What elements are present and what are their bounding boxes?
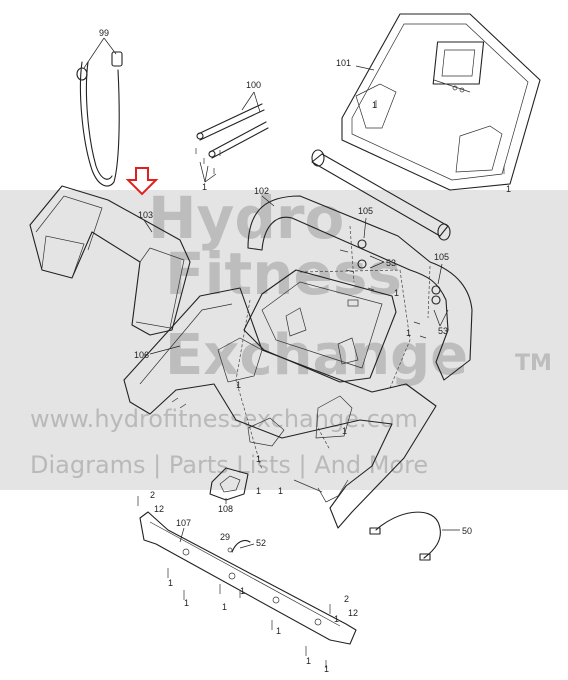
frame-dashed-lines [235,225,431,471]
callout-1: 1 [394,288,399,298]
callout-29: 29 [220,532,230,542]
callout-107: 107 [176,518,191,528]
callout-1: 1 [256,454,261,464]
part-101-console [341,13,541,191]
callout-1: 1 [276,626,281,636]
center-bracket [243,269,397,383]
part-103-tray [29,185,191,336]
part-105-53-left [339,217,385,291]
callout-2-right: 2 [344,594,349,604]
part-105-53-right [413,263,449,339]
callout-12-right: 12 [348,608,358,618]
highlight-arrow [125,167,159,196]
callout-1: 1 [406,328,411,338]
callout-1: 1 [222,602,227,612]
callout-106: 106 [134,350,149,360]
callout-1: 1 [324,664,329,674]
callout-1: 1 [256,486,261,496]
part-102-handlebar [247,149,473,381]
part-50-cable [369,511,460,561]
callout-108: 108 [218,504,233,514]
callout-1: 1 [334,614,339,624]
callout-1: 1 [202,182,207,192]
callout-52: 52 [256,538,266,548]
callout-1: 1 [506,184,511,194]
callout-100: 100 [246,80,261,90]
part-107-base-frame [139,511,357,645]
callout-12-left: 12 [154,504,164,514]
callout-1: 1 [240,586,245,596]
callout-1: 1 [372,100,377,110]
callout-103: 103 [138,210,153,220]
callout-1: 1 [184,598,189,608]
callout-105-right: 105 [434,252,449,262]
base-screws [137,496,331,668]
callout-102: 102 [254,186,269,196]
callout-1: 1 [168,578,173,588]
callout-53-right: 53 [438,326,448,336]
watermark-url: www.hydrofitnessexchange.com [30,405,418,433]
part-106-shroud [123,287,437,529]
callout-53-left: 53 [386,258,396,268]
watermark-line1: Hydro [148,184,345,252]
watermark-band [0,190,568,490]
callout-101: 101 [336,58,351,68]
watermark-line3: Exchange [165,323,469,388]
part-99-cord [76,37,123,187]
callout-1: 1 [306,656,311,666]
callout-105-left: 105 [358,206,373,216]
callout-1: 1 [236,380,241,390]
part-108-bracket [209,467,249,504]
callout-99: 99 [99,28,109,38]
part-52-wire [227,539,255,553]
part-100-wires [195,91,269,183]
callout-labels: 99 100 101 102 103 105 105 53 53 106 107… [99,28,511,674]
callout-1: 1 [278,486,283,496]
callout-50: 50 [462,526,472,536]
watermark-tm: TM [515,351,552,376]
callout-2-left: 2 [150,490,155,500]
callout-1: 1 [342,426,347,436]
